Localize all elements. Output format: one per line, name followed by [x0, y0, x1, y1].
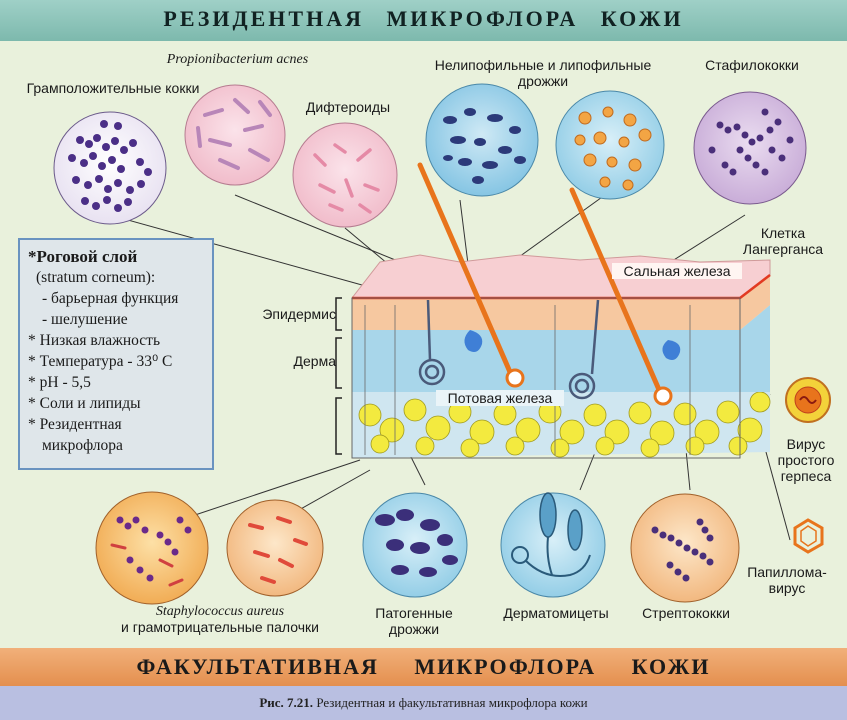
circle-diphtheroids: [292, 122, 398, 228]
info-line: - шелушение: [42, 311, 128, 328]
circle-staph-aureus: [95, 491, 209, 605]
skin-cross-section: [350, 162, 771, 459]
info-line: * рН - 5,5: [28, 374, 91, 391]
label-epidermis: Эпидермис: [262, 306, 336, 322]
circle-gram-negative-rods: [226, 499, 324, 597]
label-gram-positive-cocci: Грамположительные кокки: [26, 80, 200, 96]
caption-band: Рис. 7.21. Резидентная и факультативная …: [0, 686, 847, 720]
label-propionibacterium: Propionibacterium acnes: [166, 52, 309, 67]
info-line: * Соли и липиды: [28, 395, 141, 412]
circle-streptococci: [630, 493, 740, 603]
circle-nonlipophilic-yeasts: [425, 83, 539, 197]
circle-lipophilic-yeasts: [555, 90, 665, 200]
info-title: *Роговой слой: [28, 247, 138, 266]
info-line: * Резидентная: [28, 416, 122, 433]
papilloma-virus-icon: [793, 518, 824, 554]
footer-band: ФАКУЛЬТАТИВНАЯ МИКРОФЛОРА КОЖИ: [0, 648, 847, 686]
layer-brackets: [335, 297, 342, 455]
caption-figure-number: Рис. 7.21.: [259, 695, 314, 710]
label-pathogenic-yeasts: Патогенные дрожжи: [375, 605, 453, 637]
footer-title: ФАКУЛЬТАТИВНАЯ МИКРОФЛОРА КОЖИ: [136, 654, 711, 679]
label-sweat-gland: Потовая железа: [436, 390, 564, 406]
stratum-corneum-info-box: *Роговой слой (stratum corneum): - барье…: [18, 238, 214, 470]
info-line: * Низкая влажность: [28, 332, 161, 349]
label-dermatomycetes: Дерматомицеты: [503, 605, 609, 621]
info-line: * Температура - 33⁰ С: [28, 353, 173, 370]
circle-propionibacterium: [184, 84, 286, 186]
label-yeasts: Нелипофильные и липофильные дрожжи: [434, 57, 652, 89]
info-line: микрофлора: [42, 437, 123, 454]
label-staph-aureus: Staphylococcus aureus: [155, 604, 285, 619]
info-line: - барьерная функция: [42, 290, 179, 307]
label-gram-negative-rods: и грамотрицательные палочки: [121, 619, 319, 635]
label-dermis: Дерма: [293, 353, 336, 369]
header-title: РЕЗИДЕНТНАЯ МИКРОФЛОРА КОЖИ: [163, 6, 684, 31]
circle-dermatomycetes: [500, 492, 606, 598]
header-band: РЕЗИДЕНТНАЯ МИКРОФЛОРА КОЖИ: [0, 0, 847, 41]
label-staphylococci: Стафилококки: [705, 57, 799, 73]
circle-pathogenic-yeasts: [362, 492, 468, 598]
label-sebaceous-gland: Сальная железа: [612, 263, 742, 279]
circle-staphylococci: [693, 91, 807, 205]
label-langerhans-cell: Клетка Лангерганса: [742, 225, 824, 257]
label-diphtheroids: Дифтероиды: [305, 99, 391, 115]
label-papilloma-virus: Папиллома- вирус: [747, 564, 827, 596]
figure-caption: Рис. 7.21. Резидентная и факультативная …: [0, 695, 847, 711]
label-streptococci: Стрептококки: [642, 605, 730, 621]
caption-text: Резидентная и факультативная микрофлора …: [316, 695, 588, 710]
label-herpes-virus: Вирус простого герпеса: [777, 436, 835, 484]
herpes-virus-icon: [785, 377, 831, 423]
circle-gram-positive-cocci: [53, 111, 167, 225]
info-latin: (stratum corneum):: [36, 269, 156, 286]
